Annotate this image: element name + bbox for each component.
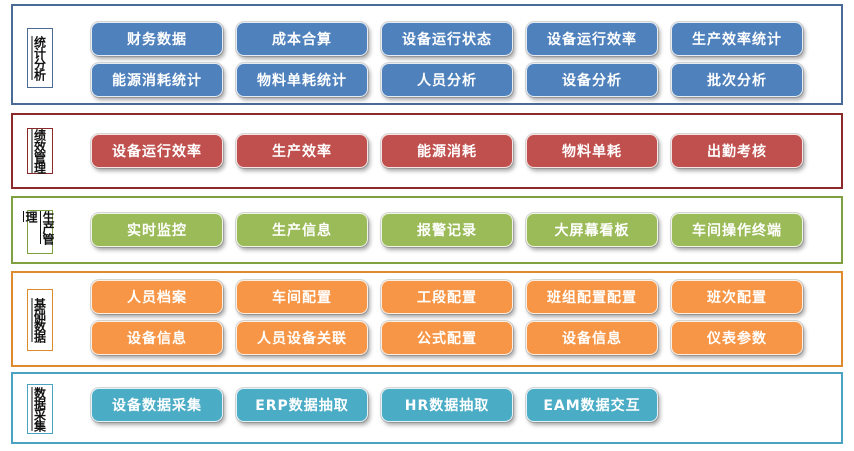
section-label: 统计分析: [27, 28, 53, 88]
module-button[interactable]: 大屏幕看板: [525, 212, 659, 248]
module-button[interactable]: 设备信息: [525, 320, 659, 356]
module-button[interactable]: 人员设备关联: [235, 320, 369, 356]
section-data-collection: 数据采集 设备数据采集 ERP数据抽取 HR数据抽取 EAM数据交互: [11, 372, 843, 444]
section-label: 基础数据: [27, 289, 53, 351]
section-production: 生产管理 实时监控生产信息报警记录大屏幕看板车间操作终端: [11, 196, 843, 264]
section-label-text: 绩效管理: [32, 129, 47, 173]
module-button[interactable]: 人员分析: [380, 62, 514, 98]
module-button[interactable]: 设备信息: [90, 320, 224, 356]
module-button[interactable]: 财务数据: [90, 21, 224, 57]
module-button[interactable]: 设备运行状态: [380, 21, 514, 57]
module-button[interactable]: 班组配置配置: [525, 279, 659, 315]
section-label-text: 统计分析: [32, 36, 47, 80]
module-button[interactable]: 班次配置: [670, 279, 804, 315]
section-label: 生产管理: [24, 210, 55, 254]
module-button[interactable]: 车间操作终端: [670, 212, 804, 248]
module-button[interactable]: 车间配置: [235, 279, 369, 315]
module-button[interactable]: 设备运行效率: [90, 133, 224, 169]
module-button[interactable]: 人员档案: [90, 279, 224, 315]
section-label: 绩效管理: [27, 128, 53, 174]
module-button[interactable]: 实时监控: [90, 212, 224, 248]
module-button[interactable]: 生产信息: [235, 212, 369, 248]
module-button[interactable]: 出勤考核: [670, 133, 804, 169]
section-label-text: 生产管理: [24, 211, 55, 244]
module-button[interactable]: 物料单耗: [525, 133, 659, 169]
module-button[interactable]: 仪表参数: [670, 320, 804, 356]
module-button[interactable]: 设备分析: [525, 62, 659, 98]
module-button[interactable]: 设备数据采集: [90, 387, 224, 423]
module-button[interactable]: 报警记录: [380, 212, 514, 248]
module-button[interactable]: 生产效率统计: [670, 21, 804, 57]
module-button[interactable]: 成本合算: [235, 21, 369, 57]
module-button[interactable]: HR数据抽取: [380, 387, 514, 423]
section-label: 数据采集: [27, 384, 53, 434]
section-statistics: 统计分析 财务数据成本合算设备运行状态设备运行效率生产效率统计能源消耗统计物料单耗…: [11, 4, 843, 105]
module-button[interactable]: 能源消耗: [380, 133, 514, 169]
section-label-text: 基础数据: [32, 298, 47, 342]
section-label-text: 数据采集: [32, 387, 47, 431]
module-button[interactable]: 公式配置: [380, 320, 514, 356]
module-button[interactable]: 生产效率: [235, 133, 369, 169]
section-performance: 绩效管理 设备运行效率生产效率能源消耗物料单耗出勤考核: [11, 113, 843, 189]
module-button[interactable]: 物料单耗统计: [235, 62, 369, 98]
module-button[interactable]: EAM数据交互: [525, 387, 659, 423]
module-button[interactable]: 工段配置: [380, 279, 514, 315]
module-button[interactable]: 能源消耗统计: [90, 62, 224, 98]
section-base-data: 基础数据人员档案车间配置工段配置班组配置配置班次配置设备信息人员设备关联公式配置…: [11, 271, 843, 367]
module-button[interactable]: 设备运行效率: [525, 21, 659, 57]
module-button[interactable]: 批次分析: [670, 62, 804, 98]
module-button[interactable]: ERP数据抽取: [235, 387, 369, 423]
